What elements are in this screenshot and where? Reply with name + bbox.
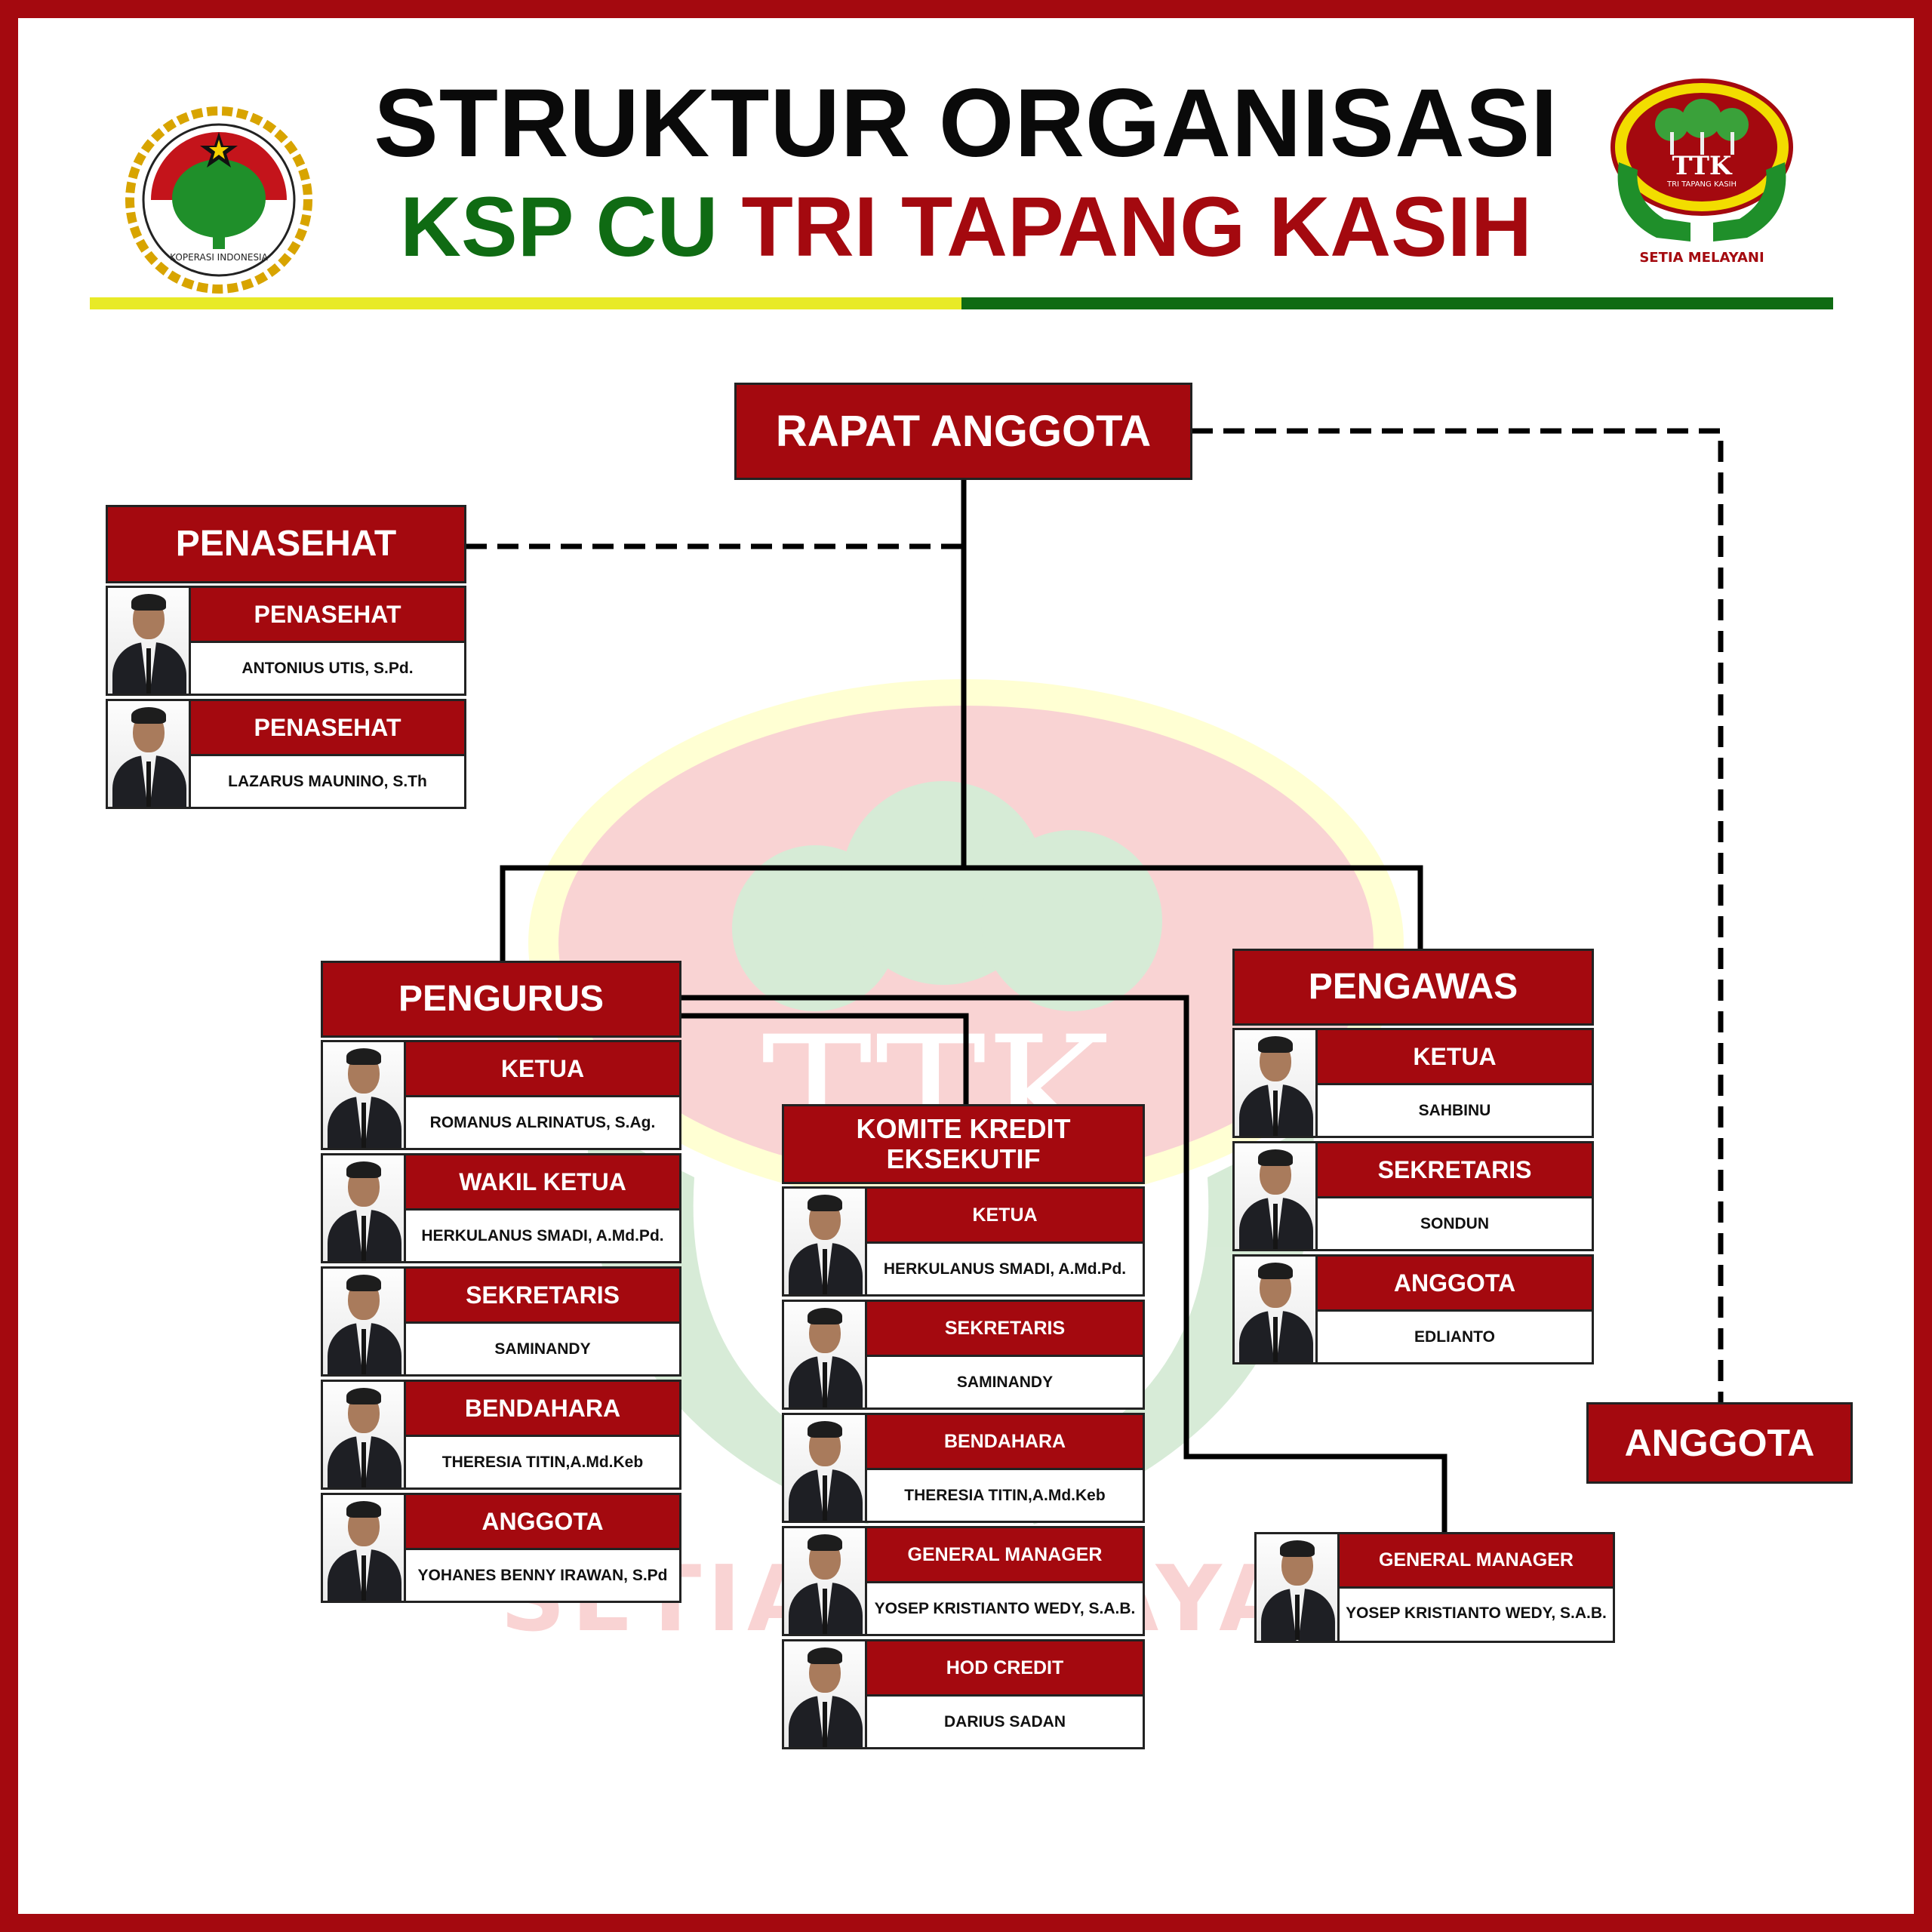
member-photo <box>1257 1534 1340 1641</box>
member-name: LAZARUS MAUNINO, S.Th <box>228 772 427 790</box>
member-photo <box>784 1641 867 1747</box>
pengurus-header: PENGURUS <box>321 961 681 1038</box>
member-role: WAKIL KETUA <box>406 1155 679 1211</box>
header-divider-green <box>961 297 1833 309</box>
pengurus-member-card: ANGGOTA YOHANES BENNY IRAWAN, S.Pd <box>321 1493 681 1603</box>
komite-kredit-header: KOMITE KREDIT EKSEKUTIF <box>782 1104 1145 1184</box>
member-photo <box>784 1528 867 1634</box>
member-role: HOD CREDIT <box>867 1641 1143 1697</box>
general-manager-card: GENERAL MANAGER YOSEP KRISTIANTO WEDY, S… <box>1254 1532 1615 1643</box>
pengurus-member-card: WAKIL KETUA HERKULANUS SMADI, A.Md.Pd. <box>321 1153 681 1263</box>
member-name: THERESIA TITIN,A.Md.Keb <box>441 1453 644 1471</box>
member-photo <box>784 1189 867 1294</box>
komite-title-line1: KOMITE KREDIT <box>856 1113 1071 1145</box>
connector-pengurus-pengawas <box>500 865 1423 962</box>
member-role: KETUA <box>406 1042 679 1097</box>
member-photo <box>323 1495 406 1601</box>
dashed-connector-anggota <box>1192 428 1724 1402</box>
member-role: BENDAHARA <box>406 1382 679 1437</box>
member-photo <box>323 1042 406 1148</box>
member-role: PENASEHAT <box>191 588 464 643</box>
member-photo <box>784 1302 867 1407</box>
rapat-anggota-box: RAPAT ANGGOTA <box>734 383 1192 480</box>
header-divider-yellow <box>90 297 961 309</box>
member-photo <box>108 588 191 694</box>
pengurus-member-card: BENDAHARA THERESIA TITIN,A.Md.Keb <box>321 1380 681 1490</box>
member-name: YOSEP KRISTIANTO WEDY, S.A.B. <box>1346 1604 1607 1622</box>
ttk-monogram: TTK <box>1672 151 1733 181</box>
ttk-ring-text: TRI TAPANG KASIH <box>1666 180 1737 189</box>
komite-member-card: KETUA HERKULANUS SMADI, A.Md.Pd. <box>782 1186 1145 1297</box>
member-name: HERKULANUS SMADI, A.Md.Pd. <box>421 1226 664 1244</box>
member-photo <box>323 1382 406 1487</box>
member-role: PENASEHAT <box>191 701 464 756</box>
member-name: SAHBINU <box>1418 1101 1491 1119</box>
page-title: STRUKTUR ORGANISASI <box>374 69 1558 177</box>
member-photo <box>1235 1143 1318 1249</box>
pengurus-member-card: KETUA ROMANUS ALRINATUS, S.Ag. <box>321 1040 681 1150</box>
member-photo <box>1235 1257 1318 1362</box>
member-name: EDLIANTO <box>1414 1327 1495 1346</box>
member-photo <box>323 1155 406 1261</box>
pengawas-header: PENGAWAS <box>1232 949 1594 1026</box>
member-name: SONDUN <box>1420 1214 1489 1232</box>
ttk-logo: TTK TRI TAPANG KASIH SETIA MELAYANI <box>1611 78 1793 266</box>
komite-member-card: GENERAL MANAGER YOSEP KRISTIANTO WEDY, S.… <box>782 1526 1145 1636</box>
member-name: YOSEP KRISTIANTO WEDY, S.A.B. <box>874 1599 1136 1617</box>
member-name: DARIUS SADAN <box>943 1712 1066 1730</box>
member-role: SEKRETARIS <box>406 1269 679 1324</box>
penasehat-member-card: PENASEHAT ANTONIUS UTIS, S.Pd. <box>106 586 466 696</box>
member-photo <box>108 701 191 807</box>
subtitle-org-name: TRI TAPANG KASIH <box>741 180 1532 274</box>
member-role: GENERAL MANAGER <box>867 1528 1143 1583</box>
koperasi-indonesia-logo: KOPERASI INDONESIA <box>125 106 312 294</box>
member-photo <box>1235 1030 1318 1136</box>
anggota-box: ANGGOTA <box>1586 1402 1853 1484</box>
komite-member-card: SEKRETARIS SAMINANDY <box>782 1300 1145 1410</box>
connector-pengurus-komite <box>681 1013 969 1106</box>
penasehat-member-card: PENASEHAT LAZARUS MAUNINO, S.Th <box>106 699 466 809</box>
member-name: SAMINANDY <box>956 1373 1054 1391</box>
pengawas-member-card: KETUA SAHBINU <box>1232 1028 1594 1138</box>
member-role: SEKRETARIS <box>1318 1143 1592 1198</box>
komite-title-line2: EKSEKUTIF <box>886 1143 1041 1174</box>
member-name: YOHANES BENNY IRAWAN, S.Pd <box>417 1566 668 1584</box>
member-role: GENERAL MANAGER <box>1340 1534 1613 1589</box>
member-role: ANGGOTA <box>406 1495 679 1550</box>
penasehat-header: PENASEHAT <box>106 505 466 583</box>
page-subtitle: KSP CU TRI TAPANG KASIH <box>0 185 1932 269</box>
member-role: ANGGOTA <box>1318 1257 1592 1312</box>
member-role: KETUA <box>1318 1030 1592 1085</box>
member-name: THERESIA TITIN,A.Md.Keb <box>904 1486 1106 1504</box>
pengurus-member-card: SEKRETARIS SAMINANDY <box>321 1266 681 1377</box>
pengawas-member-card: ANGGOTA EDLIANTO <box>1232 1254 1594 1364</box>
member-name: HERKULANUS SMADI, A.Md.Pd. <box>883 1260 1127 1278</box>
member-role: SEKRETARIS <box>867 1302 1143 1357</box>
koperasi-logo-text: KOPERASI INDONESIA <box>170 252 268 263</box>
komite-member-card: BENDAHARA THERESIA TITIN,A.Md.Keb <box>782 1413 1145 1523</box>
connector-pengurus-gm <box>681 995 1447 1534</box>
subtitle-ksp-cu: KSP CU <box>400 180 718 274</box>
member-name: ROMANUS ALRINATUS, S.Ag. <box>429 1113 656 1131</box>
ttk-motto: SETIA MELAYANI <box>1639 250 1764 266</box>
member-photo <box>784 1415 867 1521</box>
member-role: BENDAHARA <box>867 1415 1143 1470</box>
member-name: SAMINANDY <box>494 1340 591 1358</box>
member-name: ANTONIUS UTIS, S.Pd. <box>242 659 414 677</box>
pengawas-member-card: SEKRETARIS SONDUN <box>1232 1141 1594 1251</box>
member-photo <box>323 1269 406 1374</box>
member-role: KETUA <box>867 1189 1143 1244</box>
komite-member-card: HOD CREDIT DARIUS SADAN <box>782 1639 1145 1749</box>
